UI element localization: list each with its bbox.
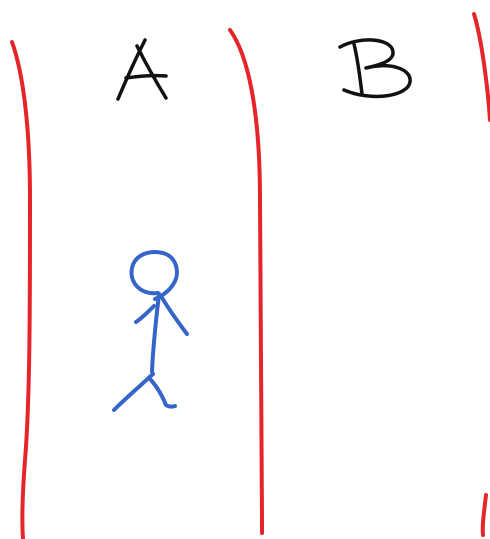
letter-a-right-stroke <box>137 46 166 98</box>
lane-label-b <box>340 40 410 96</box>
stick-figure-leg-left <box>114 374 153 410</box>
stick-figure-leg-right <box>151 380 175 407</box>
letter-a-left-stroke <box>118 40 145 99</box>
letter-b-bowls <box>340 40 410 96</box>
lane-divider-middle <box>230 30 262 533</box>
stick-figure-icon <box>114 252 187 410</box>
letter-b-stem <box>354 44 362 94</box>
letter-a-crossbar <box>126 76 166 78</box>
stick-figure-arm-right <box>161 296 187 334</box>
lane-divider-left <box>12 42 30 539</box>
lane-label-a <box>118 40 166 99</box>
lane-divider-right <box>474 14 490 120</box>
stick-figure-head <box>132 252 177 299</box>
lane-divider-right-bottom <box>483 495 486 535</box>
stick-figure-arm-left <box>136 306 154 322</box>
